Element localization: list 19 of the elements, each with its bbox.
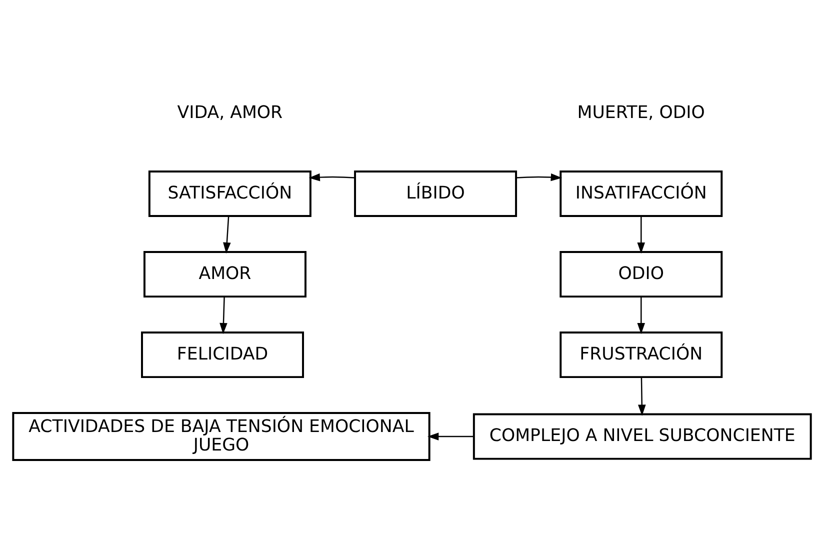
node-box: ACTIVIDADES DE BAJA TENSIÓN EMOCIONAL JUEGO xyxy=(12,412,430,461)
node-box: AMOR xyxy=(143,250,306,298)
arrow xyxy=(516,172,562,181)
node-box: FRUSTRACIÓN xyxy=(560,330,723,378)
arrow xyxy=(220,296,228,334)
node-box: ODIO xyxy=(560,250,723,298)
node-box: FELICIDAD xyxy=(141,330,304,378)
node-box: SATISFACCIÓN xyxy=(148,170,312,217)
label: MUERTE, ODIO xyxy=(577,102,705,122)
arrow xyxy=(637,216,646,254)
node-box: COMPLEJO A NIVEL SUBCONCIENTE xyxy=(472,412,812,460)
node-box: LÍBIDO xyxy=(354,170,518,217)
arrow xyxy=(223,216,231,254)
label: VIDA, AMOR xyxy=(177,102,283,122)
node-box: INSATIFACCIÓN xyxy=(560,170,723,217)
arrow xyxy=(637,296,646,334)
arrow xyxy=(308,172,355,181)
arrow xyxy=(638,376,646,416)
arrow xyxy=(427,432,474,440)
